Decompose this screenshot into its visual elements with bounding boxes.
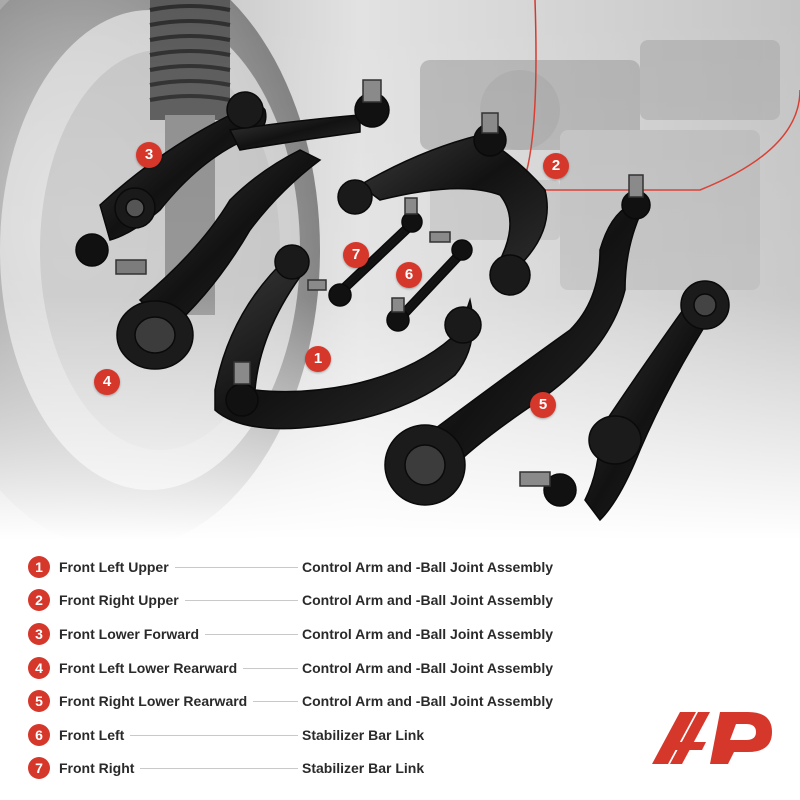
callout-3: 3 bbox=[136, 142, 162, 168]
legend-number-badge: 7 bbox=[28, 757, 50, 780]
legend-row: 2 Front Right Upper Control Arm and -Ball … bbox=[28, 584, 588, 618]
legend-row: 3 Front Lower Forward Control Arm and -Bal… bbox=[28, 617, 588, 651]
legend-number-badge: 3 bbox=[28, 622, 50, 645]
legend-number-badge: 1 bbox=[28, 555, 50, 578]
legend-row: 4 Front Left Lower Rearward Control Arm an… bbox=[28, 651, 588, 685]
part-5-arm-secondary bbox=[519, 280, 730, 522]
legend-leader-line bbox=[68, 566, 313, 568]
legend-row: 1 Front Left Upper Control Arm and -Ball J… bbox=[28, 550, 588, 584]
legend-part-description: Stabilizer Bar Link bbox=[298, 760, 425, 777]
legend-part-description: Control Arm and -Ball Joint Assembly bbox=[298, 558, 553, 575]
part-3-lower-forward-arm bbox=[75, 79, 390, 275]
suspension-illustration bbox=[0, 0, 800, 540]
legend-part-name: Front Right bbox=[59, 760, 141, 777]
legend-leader-line bbox=[68, 768, 313, 770]
callout-1: 1 bbox=[305, 346, 331, 372]
legend-leader-line bbox=[68, 734, 313, 736]
legend-part-name: Front Left bbox=[59, 726, 131, 743]
legend-leader-line bbox=[68, 600, 313, 602]
legend-part-description: Control Arm and -Ball Joint Assembly bbox=[298, 592, 553, 609]
part-2-right-upper-arm bbox=[337, 112, 548, 296]
legend-part-name: Front Left Lower Rearward bbox=[59, 659, 244, 676]
legend-part-name: Front Right Upper bbox=[59, 592, 185, 609]
callout-4: 4 bbox=[94, 369, 120, 395]
part-7-stabilizer-link bbox=[307, 197, 423, 307]
legend-part-description: Stabilizer Bar Link bbox=[298, 726, 425, 743]
legend-part-description: Control Arm and -Ball Joint Assembly bbox=[298, 625, 553, 642]
legend-number-badge: 2 bbox=[28, 589, 50, 612]
legend-row: 7 Front Right Stabilizer Bar Link bbox=[28, 752, 588, 786]
callout-7: 7 bbox=[343, 242, 369, 268]
legend-part-name: Front Lower Forward bbox=[59, 625, 205, 642]
part-4-lower-rearward-arm bbox=[116, 149, 322, 370]
part-6-stabilizer-link bbox=[386, 231, 473, 332]
legend-number-badge: 6 bbox=[28, 723, 50, 746]
part-1-left-upper-arm bbox=[214, 244, 482, 430]
legend-number-badge: 5 bbox=[28, 690, 50, 713]
legend-row: 5 Front Right Lower Rearward Control Arm a… bbox=[28, 684, 588, 718]
legend-part-description: Control Arm and -Ball Joint Assembly bbox=[298, 659, 553, 676]
brand-logo bbox=[652, 712, 772, 764]
legend-part-name: Front Right Lower Rearward bbox=[59, 693, 254, 710]
legend-number-badge: 4 bbox=[28, 656, 50, 679]
legend-part-name: Front Left Upper bbox=[59, 558, 175, 575]
callout-2: 2 bbox=[543, 153, 569, 179]
callout-6: 6 bbox=[396, 262, 422, 288]
legend-row: 6 Front Left Stabilizer Bar Link bbox=[28, 718, 588, 752]
legend-part-description: Control Arm and -Ball Joint Assembly bbox=[298, 693, 553, 710]
callout-5: 5 bbox=[530, 392, 556, 418]
